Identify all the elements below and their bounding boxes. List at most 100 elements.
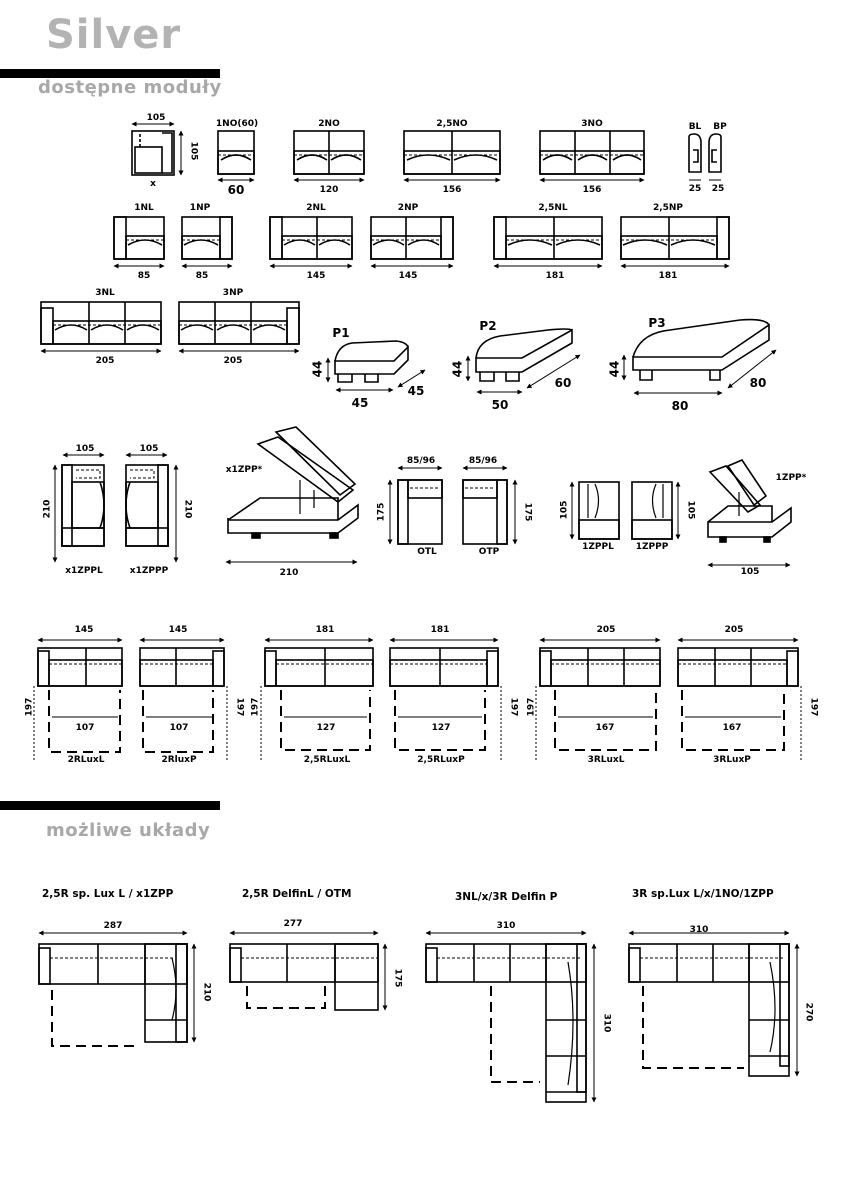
3rluxl-height: 197: [526, 697, 537, 717]
p2-height: 44: [450, 360, 465, 378]
2no-width: 120: [319, 185, 339, 195]
p3-name: P3: [648, 316, 666, 330]
3no-width: 156: [582, 185, 602, 195]
3np-name: 3NP: [222, 288, 244, 298]
1zppp-height: 105: [685, 500, 696, 520]
1zppl-drawing: [569, 481, 620, 540]
layout-4-drawing: [628, 930, 800, 1077]
p3-drawing: [621, 318, 777, 396]
3np-width: 205: [223, 356, 243, 366]
2-5nl-drawing: [493, 216, 603, 269]
1no-drawing: [217, 130, 255, 183]
layout-3-drawing: [425, 930, 597, 1103]
p1-height: 44: [310, 360, 325, 378]
p3-height: 44: [607, 360, 622, 378]
3no-drawing: [539, 130, 645, 183]
1nl-name: 1NL: [134, 203, 154, 213]
2no-name: 2NO: [318, 119, 340, 129]
x1zppp-height: 210: [182, 499, 193, 519]
layout-4-caption: 3R sp.Lux L/x/1NO/1ZPP: [632, 888, 774, 900]
layout-1-width: 287: [103, 921, 123, 931]
1np-drawing: [181, 216, 233, 269]
3rluxp-drawing: [677, 637, 802, 760]
p1-depth: 45: [407, 384, 425, 398]
2rluxp-inner: 107: [169, 723, 189, 733]
3rluxl-width: 205: [596, 625, 616, 635]
corner-width: 105: [146, 113, 166, 123]
1zpp-width: 105: [740, 567, 760, 577]
2-5rluxp-height: 197: [508, 697, 519, 717]
3rluxp-height: 197: [808, 697, 819, 717]
2np-drawing: [370, 216, 454, 269]
1no-width: 60: [227, 183, 245, 197]
2-5rluxl-inner: 127: [316, 723, 336, 733]
1zppp-name: 1ZPPP: [635, 542, 669, 552]
corner-height: 105: [188, 141, 199, 161]
2nl-name: 2NL: [306, 203, 326, 213]
1zppl-name: 1ZPPL: [582, 542, 614, 552]
bp-width: 25: [711, 184, 725, 194]
layout-3-height: 310: [601, 1013, 612, 1033]
1np-width: 85: [195, 271, 209, 281]
p2-name: P2: [479, 319, 497, 333]
bl-bp-drawing: [688, 133, 722, 181]
2-5np-name: 2,5NP: [652, 203, 684, 213]
2rluxl-inner: 107: [75, 723, 95, 733]
3rluxl-name: 3RLuxL: [587, 755, 625, 765]
2rluxp-name: 2RluxP: [161, 755, 197, 765]
corner-module-drawing: [131, 121, 184, 176]
2-5rluxl-name: 2,5RLuxL: [303, 755, 351, 765]
3nl-drawing: [40, 301, 162, 354]
otp-width: 85/96: [468, 456, 498, 466]
page-title: Silver: [46, 12, 182, 58]
2-5rluxl-drawing: [260, 637, 374, 760]
p3-width: 80: [671, 399, 689, 413]
2rluxp-width: 145: [168, 625, 188, 635]
otp-drawing: [462, 465, 518, 545]
2-5nl-width: 181: [545, 271, 565, 281]
3nl-width: 205: [95, 356, 115, 366]
3rluxp-name: 3RLuxP: [713, 755, 751, 765]
1nl-drawing: [113, 216, 165, 269]
layout-4-height: 270: [803, 1002, 814, 1022]
x1zppl-drawing: [52, 452, 105, 563]
1nl-width: 85: [137, 271, 151, 281]
p2-drawing: [465, 328, 581, 395]
2-5rluxp-width: 181: [430, 625, 450, 635]
1zppp-drawing: [631, 481, 681, 540]
header-divider: [0, 69, 220, 78]
x1zpp-name: x1ZPP*: [225, 465, 263, 475]
x1zppl-name: x1ZPPL: [65, 566, 103, 576]
x1zppp-drawing: [125, 452, 179, 563]
layout-2-height: 175: [392, 968, 403, 988]
2np-width: 145: [398, 271, 418, 281]
layout-2-drawing: [229, 930, 388, 1011]
3rluxl-drawing: [535, 637, 661, 760]
1zppl-height: 105: [559, 500, 570, 520]
x1zppp-name: x1ZPPP: [129, 566, 169, 576]
layout-3-width: 310: [496, 921, 516, 931]
2-5nl-name: 2,5NL: [538, 203, 568, 213]
layout-1-drawing: [38, 930, 197, 1047]
2np-name: 2NP: [397, 203, 419, 213]
2nl-width: 145: [306, 271, 326, 281]
3rluxl-inner: 167: [595, 723, 615, 733]
layout-1-height: 210: [201, 982, 212, 1002]
p2-depth: 60: [554, 376, 572, 390]
2-5no-name: 2,5NO: [436, 119, 468, 129]
3np-drawing: [178, 301, 300, 354]
section-layouts-title: możliwe układy: [46, 820, 211, 841]
bl-name: BL: [688, 122, 702, 132]
p1-drawing: [325, 340, 426, 393]
x1zppl-width: 105: [75, 444, 95, 454]
bl-width: 25: [688, 184, 702, 194]
2-5no-width: 156: [442, 185, 462, 195]
1zpp-bed-drawing: [707, 459, 792, 568]
layout-3-caption: 3NL/x/3R Delfin P: [455, 891, 558, 903]
x1zppp-width: 105: [139, 444, 159, 454]
layout-4-width: 310: [689, 925, 709, 935]
2-5np-width: 181: [658, 271, 678, 281]
3rluxp-width: 205: [724, 625, 744, 635]
2rluxp-drawing: [139, 637, 228, 760]
bp-name: BP: [713, 122, 727, 132]
